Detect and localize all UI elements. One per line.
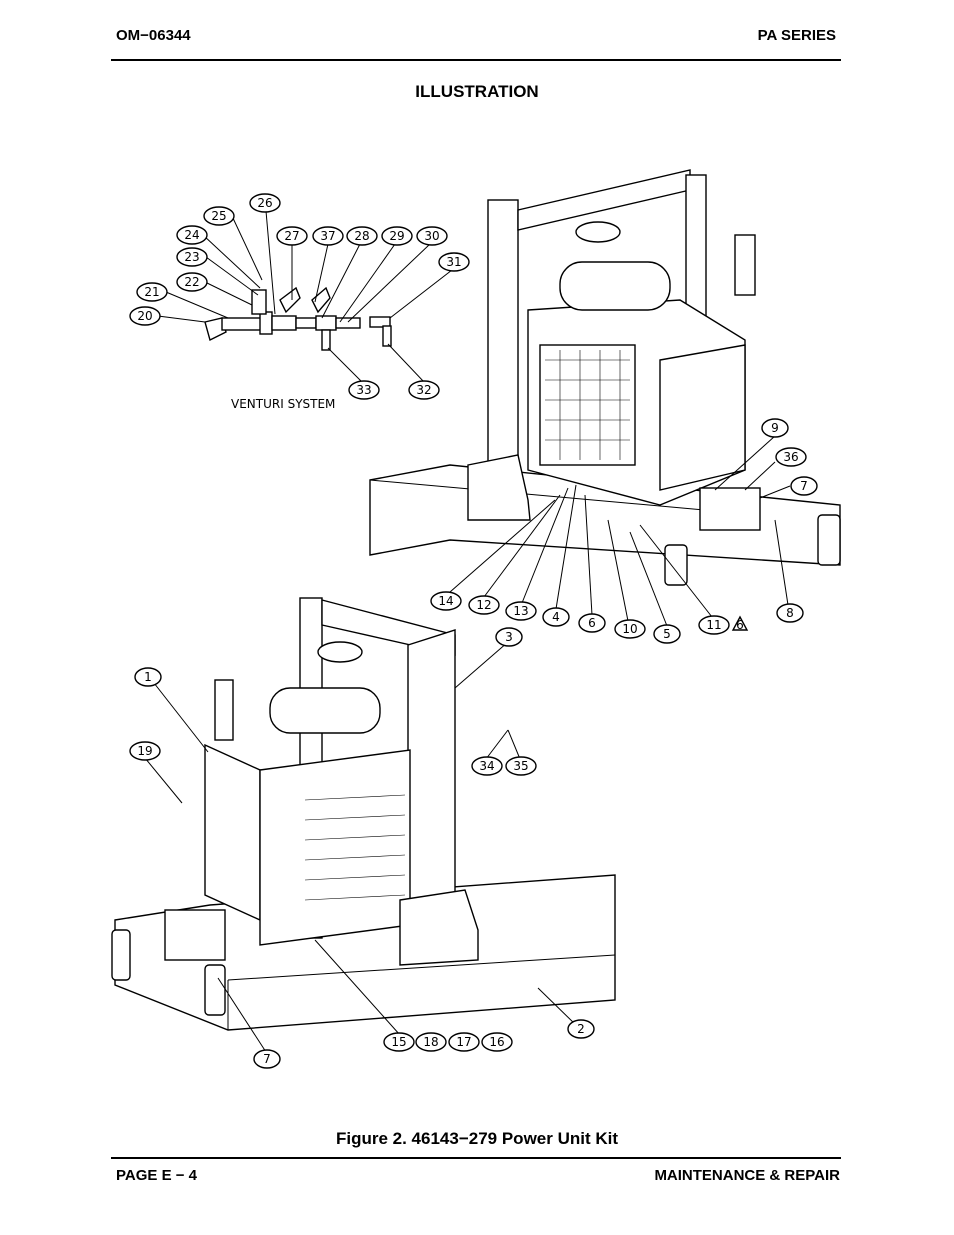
callout-26: 26: [249, 193, 281, 213]
callout-22: 22: [176, 272, 208, 292]
svg-text:37: 37: [320, 229, 335, 243]
footer-rule: [111, 1157, 841, 1159]
callout-4: 4: [542, 607, 570, 627]
document-number: OM−06344: [116, 27, 191, 44]
svg-text:23: 23: [184, 250, 199, 264]
callout-32: 32: [408, 380, 440, 400]
svg-text:13: 13: [513, 604, 528, 618]
upper-assembly-view: [369, 169, 841, 586]
note-flag-triangle: 6: [731, 615, 749, 632]
series-name: PA SERIES: [757, 27, 836, 44]
svg-text:18: 18: [423, 1035, 438, 1049]
callout-12: 12: [468, 595, 500, 615]
svg-text:36: 36: [783, 450, 798, 464]
svg-text:35: 35: [513, 759, 528, 773]
svg-text:30: 30: [424, 229, 439, 243]
svg-text:32: 32: [416, 383, 431, 397]
callout-7-upper: 7: [790, 476, 818, 496]
svg-text:10: 10: [622, 622, 637, 636]
leader-lines: [144, 210, 791, 1053]
callout-balloons: 26 25 24 23 22 21 20 27 37 28 29 30 31 3…: [129, 193, 818, 1069]
svg-text:31: 31: [446, 255, 461, 269]
callout-28: 28: [346, 226, 378, 246]
lower-assembly-view: [111, 597, 616, 1031]
callout-14: 14: [430, 591, 462, 611]
svg-text:22: 22: [184, 275, 199, 289]
svg-text:1: 1: [144, 670, 152, 684]
svg-text:3: 3: [505, 630, 513, 644]
callout-2: 2: [567, 1019, 595, 1039]
callout-10: 10: [614, 619, 646, 639]
svg-text:26: 26: [257, 196, 272, 210]
svg-text:25: 25: [211, 209, 226, 223]
page-number: PAGE E − 4: [116, 1167, 198, 1184]
callout-5: 5: [653, 624, 681, 644]
callout-25: 25: [203, 206, 235, 226]
section-name: MAINTENANCE & REPAIR: [654, 1167, 840, 1184]
callout-20: 20: [129, 306, 161, 326]
venturi-system-label: VENTURI SYSTEM: [231, 397, 335, 411]
svg-text:4: 4: [552, 610, 560, 624]
svg-text:28: 28: [354, 229, 369, 243]
callout-18: 18: [415, 1032, 447, 1052]
callout-19: 19: [129, 741, 161, 761]
svg-text:9: 9: [771, 421, 779, 435]
callout-36: 36: [775, 447, 807, 467]
svg-text:29: 29: [389, 229, 404, 243]
callout-35: 35: [505, 756, 537, 776]
svg-text:34: 34: [479, 759, 494, 773]
svg-text:27: 27: [284, 229, 299, 243]
callout-9: 9: [761, 418, 789, 438]
callout-17: 17: [448, 1032, 480, 1052]
svg-text:6: 6: [588, 616, 596, 630]
callout-23: 23: [176, 247, 208, 267]
svg-text:7: 7: [263, 1052, 271, 1066]
svg-text:33: 33: [356, 383, 371, 397]
svg-text:11: 11: [706, 618, 721, 632]
svg-text:6: 6: [736, 618, 744, 632]
callout-6: 6: [578, 613, 606, 633]
callout-34: 34: [471, 756, 503, 776]
callout-1: 1: [134, 667, 162, 687]
callout-27: 27: [276, 226, 308, 246]
callout-30: 30: [416, 226, 448, 246]
svg-text:8: 8: [786, 606, 794, 620]
callout-37: 37: [312, 226, 344, 246]
callout-24: 24: [176, 225, 208, 245]
svg-text:12: 12: [476, 598, 491, 612]
callout-33: 33: [348, 380, 380, 400]
callout-16: 16: [481, 1032, 513, 1052]
svg-text:15: 15: [391, 1035, 406, 1049]
callout-3: 3: [495, 627, 523, 647]
svg-text:21: 21: [144, 285, 159, 299]
header-rule: [111, 59, 841, 61]
callout-15: 15: [383, 1032, 415, 1052]
svg-text:20: 20: [137, 309, 152, 323]
callout-31: 31: [438, 252, 470, 272]
venturi-system-assembly: [204, 286, 392, 351]
svg-text:2: 2: [577, 1022, 585, 1036]
svg-text:14: 14: [438, 594, 453, 608]
callout-8: 8: [776, 603, 804, 623]
callout-29: 29: [381, 226, 413, 246]
figure-caption: Figure 2. 46143−279 Power Unit Kit: [335, 1129, 619, 1148]
engine-grille: [545, 350, 630, 460]
callout-13: 13: [505, 601, 537, 621]
svg-text:19: 19: [137, 744, 152, 758]
engine-grille-lower: [304, 794, 406, 901]
svg-text:24: 24: [184, 228, 199, 242]
callout-7-lower: 7: [253, 1049, 281, 1069]
section-title: ILLUSTRATION: [415, 82, 539, 101]
callout-21: 21: [136, 282, 168, 302]
svg-text:16: 16: [489, 1035, 504, 1049]
svg-text:5: 5: [663, 627, 671, 641]
svg-text:7: 7: [800, 479, 808, 493]
svg-text:17: 17: [456, 1035, 471, 1049]
callout-11: 11: [698, 615, 730, 635]
